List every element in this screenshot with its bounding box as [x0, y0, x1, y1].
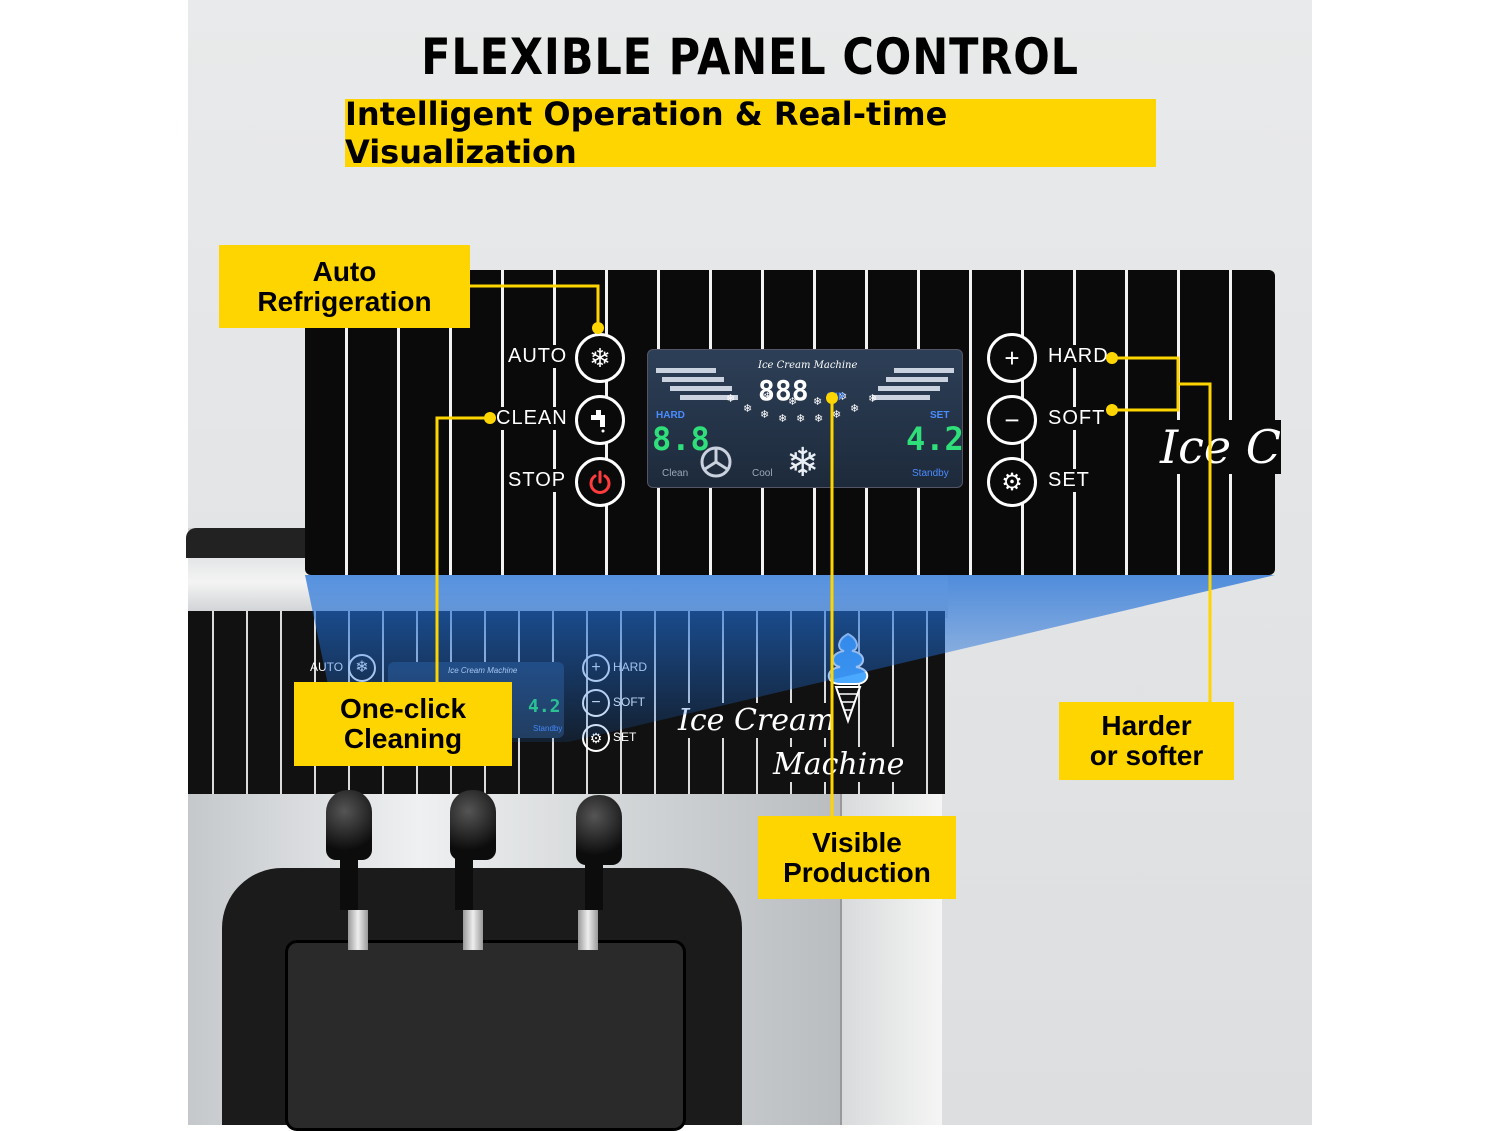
panel-script-text: Ice C [1160, 420, 1281, 474]
callout-auto-refrigeration-line2: Refrigeration [257, 285, 432, 317]
dispense-lever-right[interactable] [576, 795, 622, 865]
callout-visible-production-line2: Production [783, 856, 931, 888]
drip-tray [285, 940, 686, 1131]
hard-indicator: HARD [656, 410, 685, 421]
stop-label: STOP [506, 469, 569, 492]
snowflake-icon: ❄ [589, 342, 611, 373]
machine-display-standby: Standby [533, 724, 563, 733]
svg-text:❄: ❄ [832, 408, 841, 421]
svg-text:❄: ❄ [838, 390, 847, 403]
machine-hard-label: HARD [613, 660, 648, 674]
hard-button[interactable]: + [987, 333, 1037, 383]
machine-handle [186, 528, 316, 558]
subtitle-text: Intelligent Operation & Real-time Visual… [345, 95, 948, 171]
callout-one-click-cleaning: One-click Cleaning [294, 682, 512, 766]
soft-label: SOFT [1046, 407, 1108, 430]
svg-text:❄: ❄ [778, 412, 787, 425]
clean-indicator: Clean [662, 468, 689, 479]
svg-text:❄: ❄ [786, 440, 820, 486]
svg-text:❄: ❄ [813, 395, 822, 408]
callout-visible-production: Visible Production [758, 816, 956, 899]
callout-harder-softer-line2: or softer [1089, 740, 1204, 771]
lcd-display: Ice Cream Machine ❄❄❄❄❄ ❄❄❄❄ ❄❄❄❄ ❄ 888 … [647, 349, 964, 488]
svg-text:❄: ❄ [788, 395, 797, 408]
stop-button[interactable] [575, 457, 625, 507]
machine-plus-icon: + [582, 654, 610, 682]
set-indicator: SET [930, 410, 950, 421]
machine-set-label: SET [613, 730, 637, 744]
ice-cream-cone-icon [827, 632, 869, 724]
machine-soft-label: SOFT [613, 695, 645, 709]
callout-auto-refrigeration: Auto Refrigeration [219, 245, 470, 328]
callout-one-click-cleaning-line2: Cleaning [343, 723, 463, 754]
machine-snowflake-icon: ❄ [348, 654, 376, 682]
faucet-icon [591, 410, 605, 433]
nozzle-right [578, 910, 598, 950]
set-button[interactable]: ⚙ [987, 457, 1037, 507]
machine-auto-label: AUTO [310, 660, 344, 674]
set-value: 4.2 [906, 420, 964, 458]
auto-label: AUTO [506, 345, 570, 368]
clean-label: CLEAN [494, 407, 570, 430]
set-label: SET [1046, 469, 1092, 492]
standby-indicator: Standby [912, 468, 949, 479]
clean-button[interactable] [575, 395, 625, 445]
nozzle-middle [463, 910, 483, 950]
callout-visible-production-line1: Visible [812, 826, 902, 858]
cup-unit: cup [826, 390, 845, 401]
soft-button[interactable]: − [987, 395, 1037, 445]
machine-script-line2: Machine [773, 747, 905, 782]
machine-gear-icon: ⚙ [582, 724, 610, 752]
display-arc-graphics: ❄❄❄❄❄ ❄❄❄❄ ❄❄❄❄ ❄ [656, 368, 954, 486]
minus-icon: − [1004, 404, 1020, 435]
plus-icon: + [1004, 342, 1020, 373]
callout-one-click-cleaning-line1: One-click [339, 693, 467, 724]
svg-text:❄: ❄ [796, 412, 805, 425]
cup-count: 888 [758, 374, 809, 407]
gear-icon: ⚙ [1001, 468, 1023, 496]
subtitle-banner: Intelligent Operation & Real-time Visual… [345, 95, 1156, 171]
machine-minus-icon: − [582, 689, 610, 717]
svg-text:❄: ❄ [850, 402, 859, 415]
cool-indicator: Cool [752, 468, 773, 479]
svg-text:❄: ❄ [726, 392, 735, 405]
auto-button[interactable]: ❄ [575, 333, 625, 383]
power-icon [589, 470, 611, 494]
dispense-lever-left[interactable] [326, 790, 372, 860]
svg-text:❄: ❄ [743, 402, 752, 415]
callout-harder-softer: Harder or softer [1059, 702, 1234, 780]
machine-display-set-value: 4.2 [528, 696, 561, 717]
callout-harder-softer-line1: Harder [1101, 710, 1192, 741]
hard-label: HARD [1046, 345, 1111, 368]
machine-display-brand: Ice Cream Machine [448, 666, 518, 675]
machine-script-line1: Ice Cream [678, 703, 836, 738]
hard-value: 8.8 [652, 420, 710, 458]
svg-text:❄: ❄ [868, 392, 877, 405]
dispense-lever-middle[interactable] [450, 790, 496, 860]
nozzle-left [348, 910, 368, 950]
svg-text:❄: ❄ [814, 412, 823, 425]
svg-text:❄: ❄ [763, 390, 772, 403]
page-title: FLEXIBLE PANEL CONTROL [421, 28, 1079, 86]
svg-text:❄: ❄ [760, 408, 769, 421]
callout-auto-refrigeration-line1: Auto [312, 255, 377, 287]
display-brand: Ice Cream Machine [758, 360, 858, 371]
